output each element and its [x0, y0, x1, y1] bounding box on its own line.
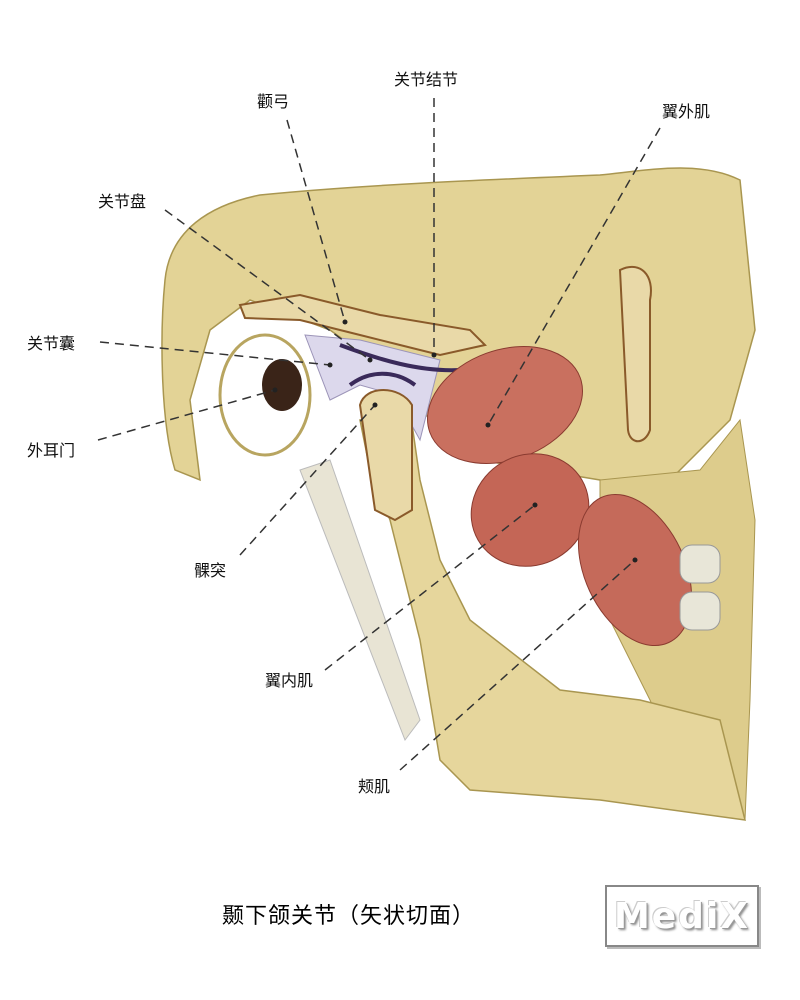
zygomatic-section — [618, 265, 652, 443]
condyle — [358, 389, 413, 522]
external-acoustic-meatus — [262, 359, 302, 411]
label-articular-tubercle: 关节结节 — [394, 70, 459, 89]
stylomandibular-ligament — [299, 459, 421, 742]
label-zygomatic-arch: 颧弓 — [257, 92, 290, 111]
label-articular-disc: 关节盘 — [98, 192, 147, 211]
label-buccinator: 颊肌 — [358, 777, 391, 796]
label-joint-capsule: 关节囊 — [27, 334, 76, 353]
tooth — [679, 544, 721, 584]
leader-lines — [97, 98, 661, 771]
buccinator-muscle — [577, 493, 693, 647]
label-external-acoustic-meatus: 外耳门 — [27, 441, 76, 460]
articular-disc — [339, 343, 461, 373]
label-medial-pterygoid: 翼内肌 — [265, 671, 314, 690]
figure-title: 颞下颌关节（矢状切面） — [222, 904, 476, 929]
medial-pterygoid-muscle — [470, 453, 590, 567]
tooth — [679, 591, 721, 631]
label-condyle: 髁突 — [194, 561, 227, 580]
mandible — [359, 409, 746, 821]
medix-logo: MediX — [605, 885, 759, 947]
label-lateral-pterygoid: 翼外肌 — [662, 102, 711, 121]
